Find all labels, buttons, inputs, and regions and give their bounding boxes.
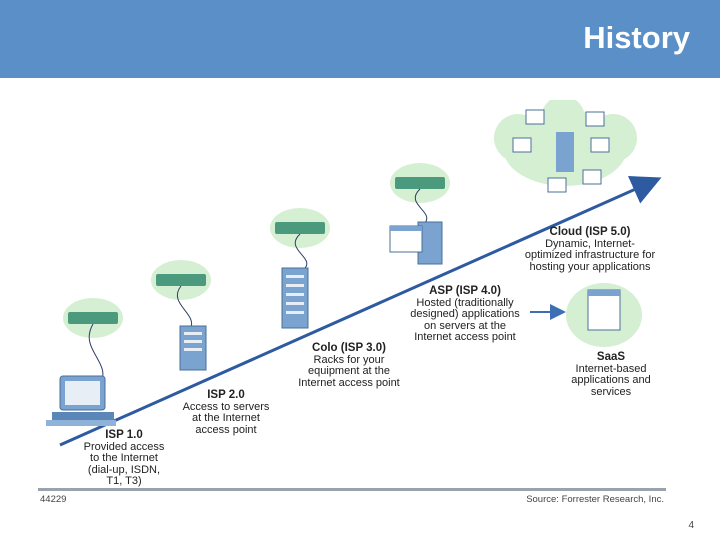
- stage-label-asp: ASP (ISP 4.0) Hosted (traditionally desi…: [410, 285, 520, 343]
- saas-application-icon: [530, 283, 642, 347]
- stage-label-isp-2: ISP 2.0 Access to servers at the Interne…: [182, 389, 270, 436]
- footer-divider: [38, 488, 666, 491]
- cloud-icon: [494, 100, 637, 193]
- timeline-arrow: [59, 176, 662, 447]
- stage-label-saas: SaaS Internet-based applications and ser…: [571, 351, 651, 398]
- page-number: 4: [688, 520, 694, 531]
- cloud-evolution-diagram: [46, 100, 662, 447]
- network-switch-icon: [270, 208, 330, 271]
- stage-label-cloud: Cloud (ISP 5.0) Dynamic, Internet- optim…: [524, 226, 656, 273]
- slide-header: [0, 0, 720, 78]
- figure-id: 44229: [40, 494, 67, 505]
- server-rack-icon: [281, 267, 309, 329]
- network-switch-icon: [390, 163, 450, 226]
- stage-label-isp-1: ISP 1.0 Provided access to the Internet …: [83, 429, 165, 487]
- slide-title: History: [583, 20, 690, 55]
- application-server-icon: [389, 221, 443, 265]
- network-switch-icon: [63, 298, 123, 386]
- desktop-computer-icon: [46, 375, 116, 426]
- server-tower-icon: [179, 325, 207, 371]
- source-credit: Source: Forrester Research, Inc.: [526, 494, 664, 505]
- stage-label-colo: Colo (ISP 3.0) Racks for your equipment …: [298, 342, 400, 389]
- network-switch-icon: [151, 260, 211, 333]
